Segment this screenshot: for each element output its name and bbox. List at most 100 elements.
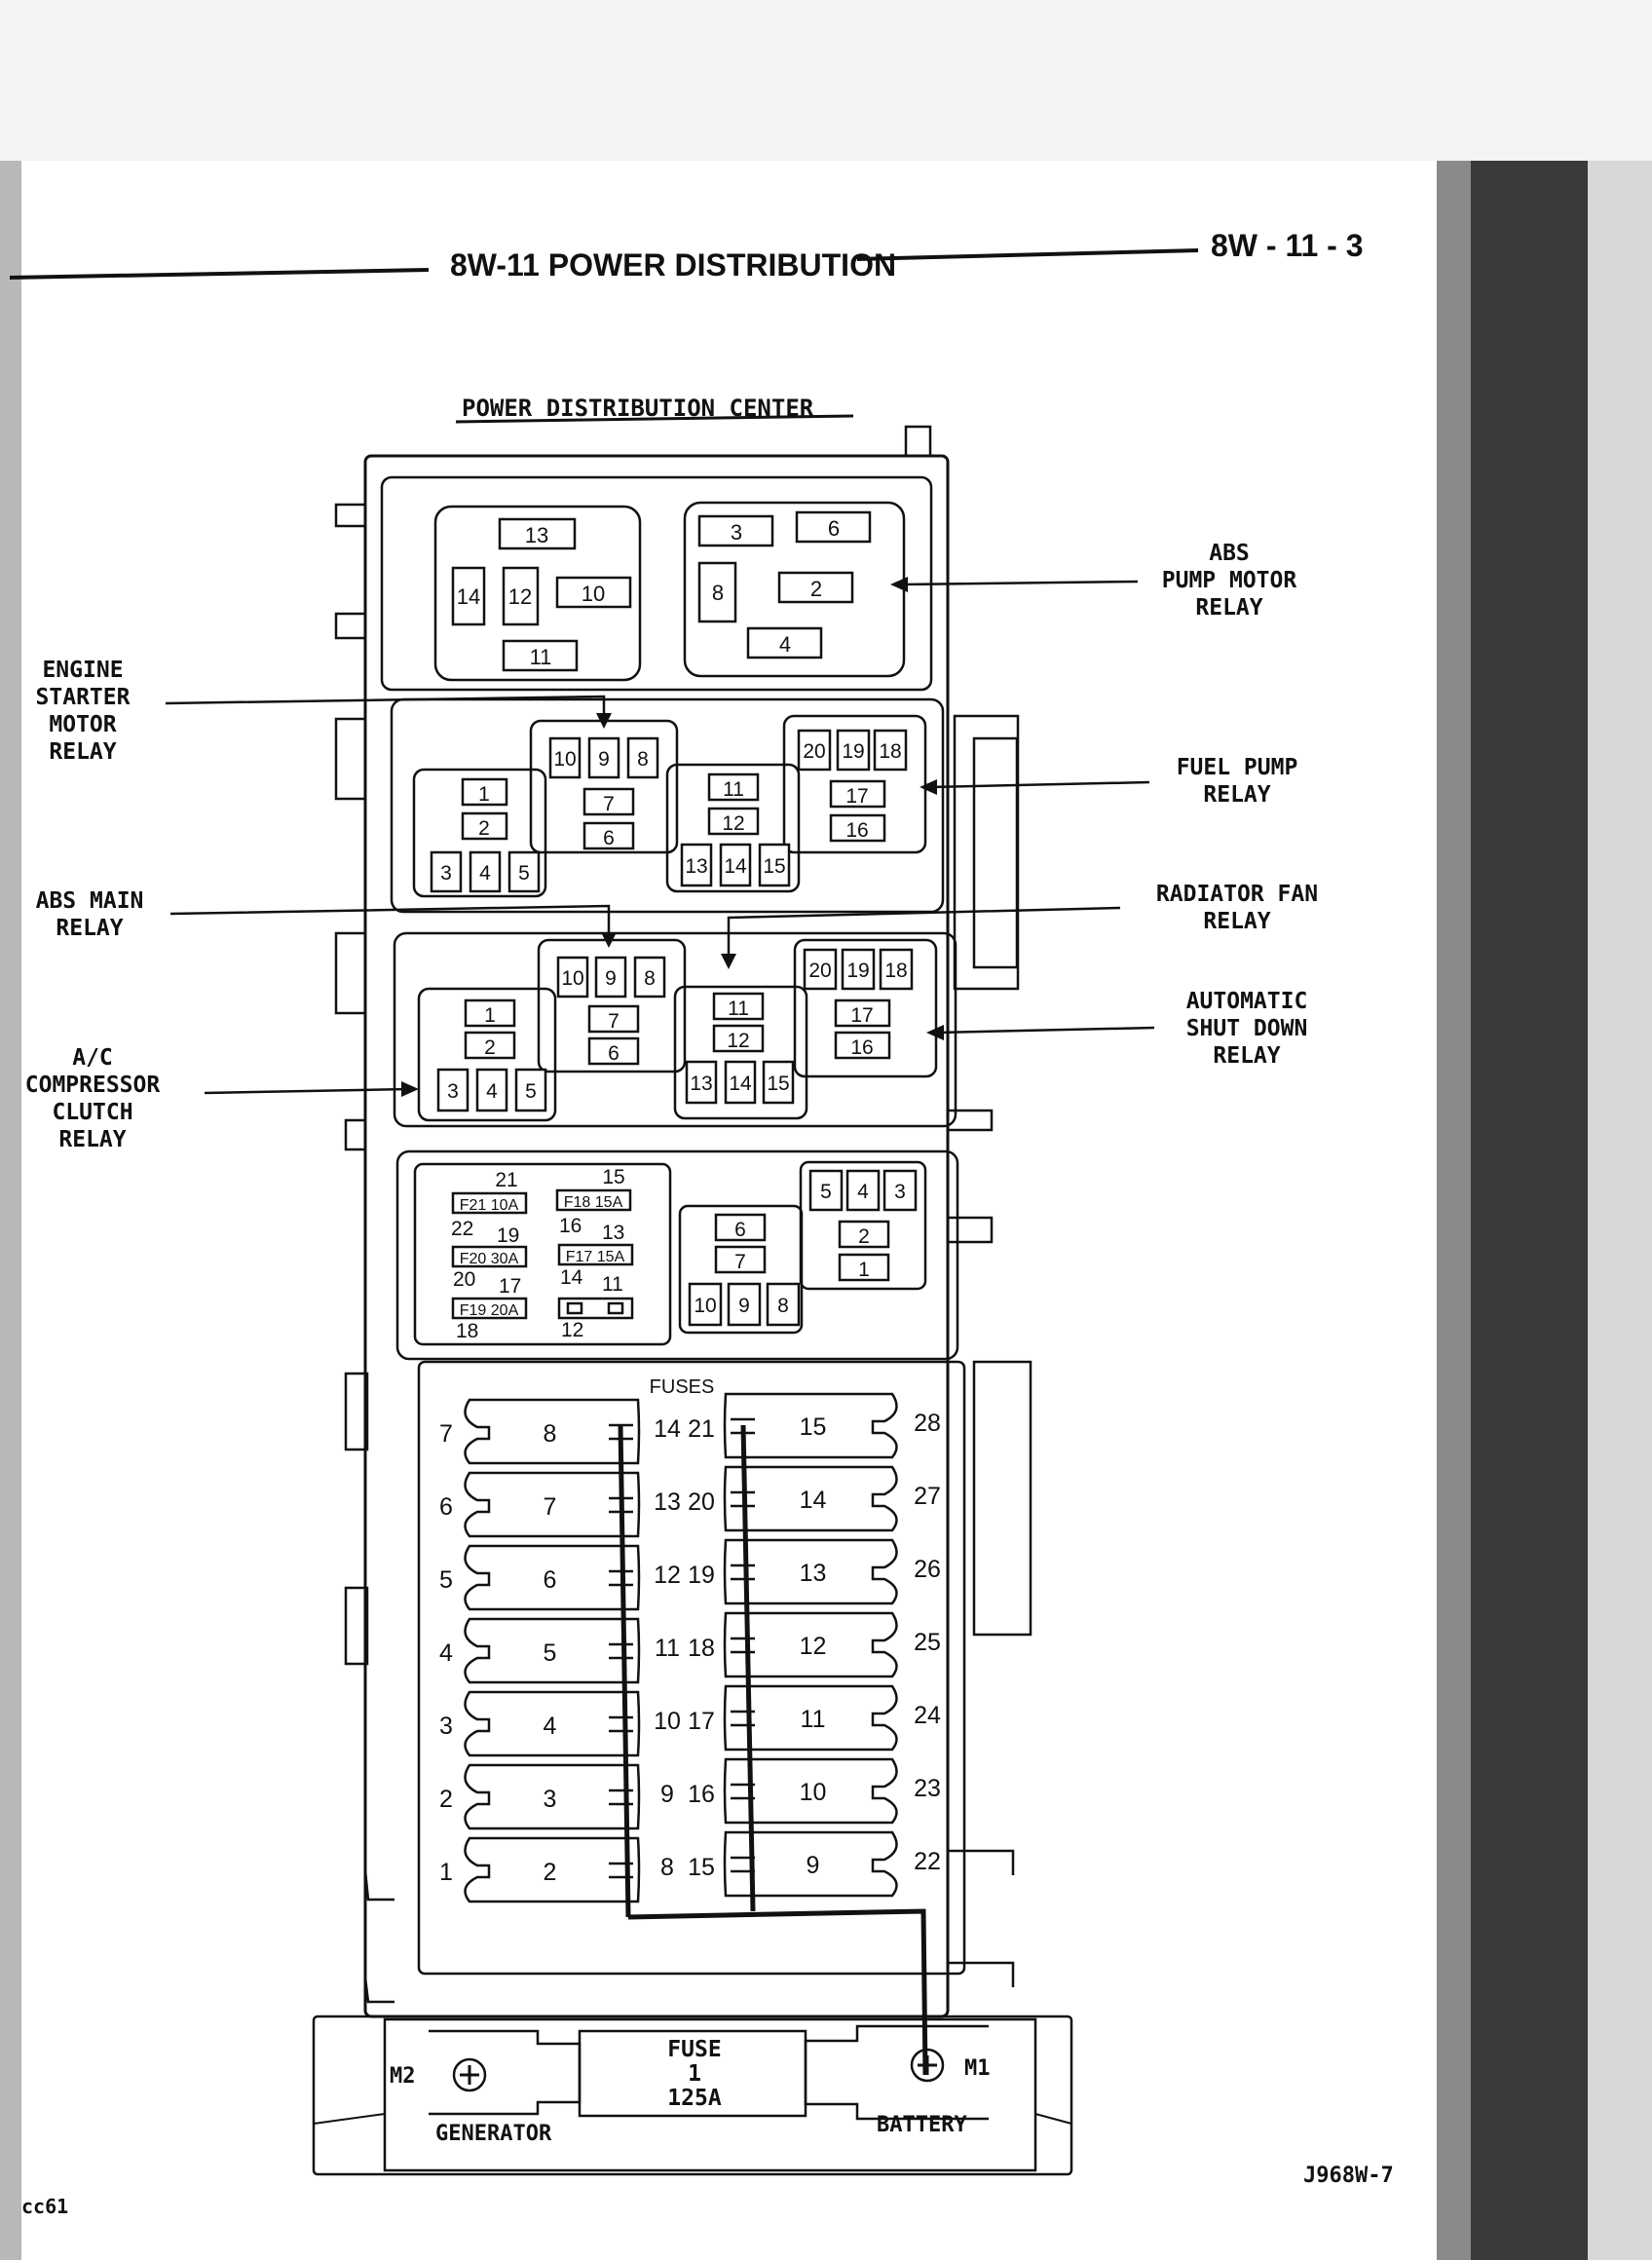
terminal: 18 (879, 740, 901, 763)
section-title: 8W-11 POWER DISTRIBUTION (450, 247, 896, 282)
terminal: 5 (820, 1181, 832, 1203)
fuses-title: FUSES (650, 1376, 715, 1398)
callout-line: RELAY (1203, 909, 1270, 934)
callout-line: RADIATOR FAN (1156, 882, 1318, 907)
fuse-number: 2 (544, 1859, 557, 1886)
blade-fuse (723, 1538, 898, 1605)
callout-line: FUEL PUMP (1177, 755, 1298, 780)
cavity-number: 16 (688, 1781, 715, 1808)
fuse-number: 15 (800, 1413, 827, 1441)
callout-line: ABS MAIN (36, 888, 144, 914)
cavity-number: 6 (439, 1493, 453, 1521)
terminal: 18 (884, 960, 907, 982)
terminal: 11 (728, 998, 749, 1020)
callout-line: RELAY (1195, 595, 1262, 621)
cavity-number: 13 (654, 1488, 681, 1516)
figure-id: J968W-7 (1303, 2164, 1394, 2188)
blade-fuse (723, 1392, 898, 1459)
cavity-number: 1 (439, 1859, 453, 1886)
cavity-number: 15 (688, 1854, 715, 1881)
blade-fuse (464, 1471, 641, 1538)
cavity-number: 3 (439, 1713, 453, 1740)
cavity-number: 23 (914, 1775, 941, 1802)
relay-row-upper: 1 2 3 4 5 10 9 8 7 6 11 12 13 14 15 20 1… (412, 714, 927, 898)
callout-line: RELAY (49, 739, 116, 765)
cavity-number: 9 (660, 1781, 674, 1808)
cavity-number: 24 (914, 1702, 941, 1729)
terminal: 17 (845, 785, 868, 808)
terminal: 5 (518, 862, 530, 885)
terminal: 16 (850, 1036, 873, 1059)
callout-fuel-pump-relay: FUEL PUMP RELAY (920, 755, 1297, 808)
callout-line: PUMP MOTOR (1162, 568, 1297, 593)
terminal: 8 (712, 581, 724, 605)
terminal: 3 (447, 1080, 459, 1103)
terminal: 13 (525, 523, 548, 547)
callout-line: ABS (1209, 541, 1250, 566)
callout-line: SHUT DOWN (1186, 1016, 1308, 1041)
cavity-number: 25 (914, 1629, 941, 1656)
terminal: 10 (553, 748, 576, 771)
cavity-number: 4 (439, 1639, 453, 1667)
fuse-number: 10 (800, 1779, 827, 1806)
fuse-number: 9 (807, 1852, 820, 1879)
cavity-number: 13 (602, 1222, 624, 1244)
callout-abs-pump-motor-relay: ABS PUMP MOTOR RELAY (890, 541, 1296, 621)
callout-engine-starter-motor-relay: ENGINE STARTER MOTOR RELAY (36, 658, 612, 765)
terminal: 3 (440, 862, 452, 885)
terminal: 3 (731, 520, 742, 545)
terminal: 2 (478, 817, 490, 840)
blade-fuse (464, 1690, 641, 1757)
cavity-number: 17 (499, 1275, 521, 1298)
cavity-number: 21 (495, 1169, 517, 1191)
callout-ac-compressor-clutch-relay: A/C COMPRESSOR CLUTCH RELAY (25, 1045, 419, 1152)
cavity-number: 11 (655, 1635, 680, 1662)
callout-line: COMPRESSOR (25, 1073, 161, 1098)
terminal: 8 (637, 748, 649, 771)
generator-label: GENERATOR (435, 2122, 552, 2146)
terminal: 6 (828, 516, 840, 541)
terminal: 1 (484, 1004, 496, 1027)
terminal: 5 (525, 1080, 537, 1103)
cavity-number: 21 (688, 1415, 715, 1443)
mini-fuse-f18: F18 15A (564, 1194, 623, 1211)
terminal: 15 (767, 1073, 789, 1095)
page-number: 8W - 11 - 3 (1211, 228, 1364, 263)
blade-fuse (723, 1830, 898, 1898)
cavity-number: 20 (453, 1268, 475, 1291)
m1-label: M1 (964, 2056, 991, 2081)
terminal: 13 (690, 1073, 712, 1095)
fuse-number: 8 (544, 1420, 557, 1448)
callout-line: AUTOMATIC (1186, 989, 1308, 1014)
blade-fuse (464, 1836, 641, 1903)
cavity-number: 12 (654, 1562, 681, 1589)
terminal: 10 (694, 1295, 716, 1317)
battery-generator-block: M2 M1 GENERATOR BATTERY FUSE 1 125A (312, 2015, 1073, 2176)
cavity-number: 28 (914, 1410, 941, 1437)
terminal: 13 (685, 855, 707, 878)
terminal: 7 (608, 1010, 620, 1033)
cavity-number: 10 (654, 1708, 681, 1735)
fuse-number: 4 (544, 1713, 557, 1740)
blade-fuse (723, 1684, 898, 1752)
cavity-number: 2 (439, 1786, 453, 1813)
cavity-number: 18 (456, 1320, 478, 1342)
fuse-number: 6 (544, 1566, 557, 1594)
main-fuse-label: FUSE (667, 2037, 721, 2062)
terminal: 12 (722, 812, 744, 835)
callout-line: STARTER (36, 685, 131, 710)
cavity-number: 18 (688, 1635, 715, 1662)
callout-line: MOTOR (49, 712, 116, 737)
callout-line: RELAY (1203, 782, 1270, 808)
terminal: 4 (486, 1080, 498, 1103)
cavity-number: 14 (560, 1266, 583, 1289)
cavity-number: 11 (602, 1273, 623, 1296)
terminal: 6 (734, 1219, 746, 1241)
cavity-number: 15 (602, 1166, 624, 1188)
mini-fuse-f17: F17 15A (566, 1249, 625, 1265)
callout-line: CLUTCH (52, 1100, 132, 1125)
terminal: 19 (842, 740, 864, 763)
mini-fuse-f19: F19 20A (460, 1302, 519, 1319)
